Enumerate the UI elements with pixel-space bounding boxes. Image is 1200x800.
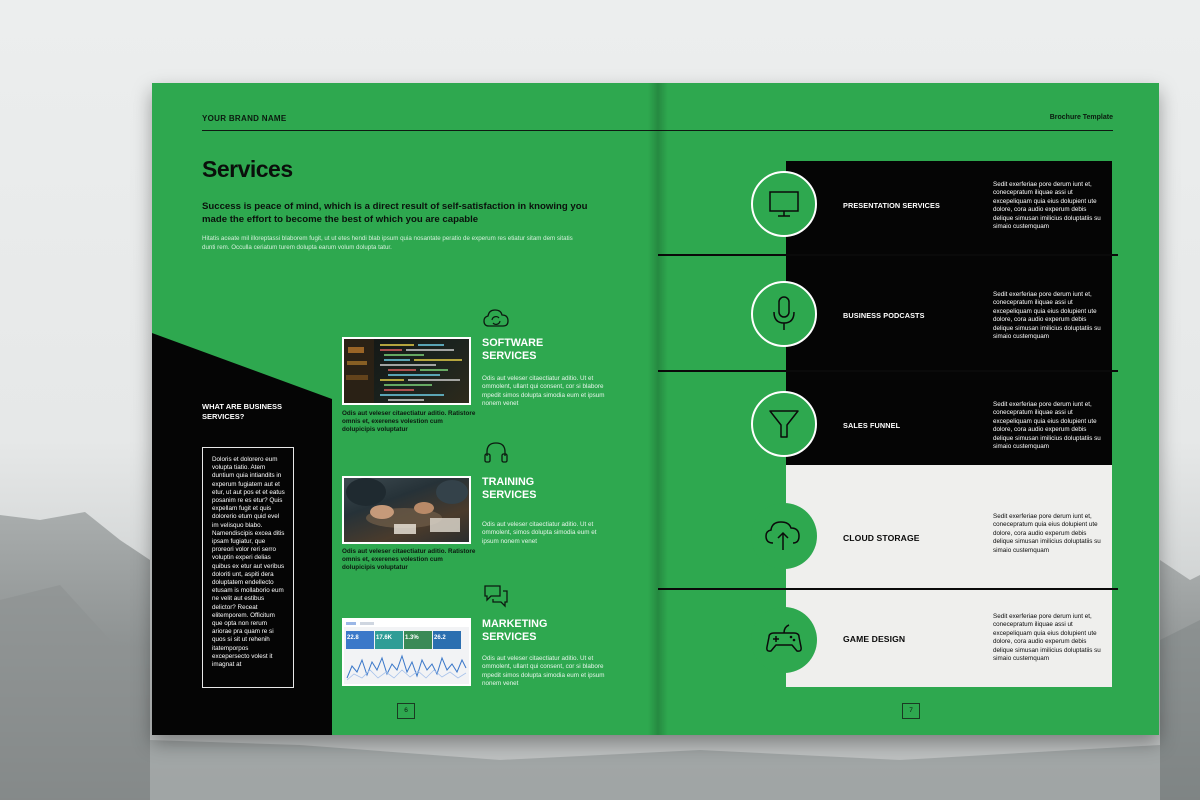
training-services-desc: Odis aut veleser citaectiatur aditio. Ut… [482, 521, 597, 545]
header-rule [202, 130, 658, 131]
light-panel [786, 465, 1112, 687]
row-separator [658, 588, 1118, 590]
description-box-text: Doloris et dolorero eum volupta tiatio. … [212, 456, 285, 669]
presentation-icon-circle [751, 171, 817, 237]
business-podcasts-title: BUSINESS PODCASTS [843, 311, 925, 320]
description-box: Doloris et dolorero eum volupta tiatio. … [202, 447, 294, 688]
dash-stat-4: 26.2 [434, 635, 446, 641]
software-services-desc: Odis aut veleser citaectiatur aditio. Ut… [482, 375, 605, 408]
chat-bubbles-icon [484, 585, 508, 608]
marketing-services-desc: Odis aut veleser citaectiatur aditio. Ut… [482, 655, 605, 688]
funnel-icon-circle [751, 391, 817, 457]
software-services-title: SOFTWARE SERVICES [482, 337, 544, 362]
training-services-title: TRAINING SERVICES [482, 476, 537, 501]
dash-stat-2: 17.6K [376, 635, 393, 641]
sales-funnel-desc: Sedit exerferiae pore derum iunt et, con… [993, 401, 1101, 451]
code-screen-photo [342, 337, 471, 405]
cloud-storage-icon-circle [751, 503, 817, 569]
game-design-icon-circle [751, 607, 817, 673]
template-label: Brochure Template [1049, 114, 1113, 121]
meeting-photo [342, 476, 471, 544]
gamepad-icon [766, 624, 802, 652]
headset-icon [484, 442, 508, 463]
cloud-upload-icon [765, 521, 800, 550]
presentation-services-desc: Sedit exerferiae pore derum iunt et, con… [993, 181, 1101, 231]
funnel-icon [769, 410, 799, 438]
page-number-right: 7 [902, 703, 920, 719]
header-rule-right [658, 130, 1113, 131]
row-separator [658, 370, 1118, 372]
black-panel [152, 333, 332, 735]
cloud-storage-title: CLOUD STORAGE [843, 533, 920, 543]
what-are-title: WHAT ARE BUSINESS SERVICES? [202, 402, 283, 421]
game-design-title: GAME DESIGN [843, 634, 906, 644]
spine-shadow [648, 83, 668, 735]
dark-panel [786, 161, 1112, 465]
left-page: YOUR BRAND NAME Services Success is peac… [152, 83, 658, 735]
lead-text: Success is peace of mind, which is a dir… [202, 201, 588, 225]
right-page: Brochure Template PRESENTATION SERVICES … [658, 83, 1159, 735]
business-podcasts-desc: Sedit exerferiae pore derum iunt et, con… [993, 291, 1101, 341]
caption-software: Odis aut veleser citaectiatur aditio. Ra… [342, 410, 476, 434]
brochure-spread: YOUR BRAND NAME Services Success is peac… [152, 83, 1159, 735]
dash-stat-3: 1.3% [405, 635, 419, 641]
caption-training: Odis aut veleser citaectiatur aditio. Ra… [342, 548, 476, 572]
cloud-sync-icon [483, 309, 509, 327]
podcast-icon-circle [751, 281, 817, 347]
page-title: Services [202, 156, 293, 182]
analytics-dashboard-photo: 22.8 17.6K 1.3% 26.2 [342, 618, 471, 686]
presentation-services-title: PRESENTATION SERVICES [843, 201, 940, 210]
row-separator [658, 254, 1118, 256]
dash-stat-1: 22.8 [347, 635, 359, 641]
game-design-desc: Sedit exerferiae pore derum iunt et, con… [993, 613, 1101, 663]
sales-funnel-title: SALES FUNNEL [843, 421, 901, 430]
cloud-storage-desc: Sedit exerferiae pore derum iunt et, con… [993, 513, 1101, 554]
brand-name: YOUR BRAND NAME [202, 114, 287, 123]
page-number-left: 6 [397, 703, 415, 719]
microphone-icon [773, 296, 795, 330]
marketing-services-title: MARKETING SERVICES [482, 618, 548, 643]
monitor-icon [769, 191, 799, 217]
intro-paragraph: Hitatis aceate mil illoreptassi blaborem… [202, 235, 573, 251]
